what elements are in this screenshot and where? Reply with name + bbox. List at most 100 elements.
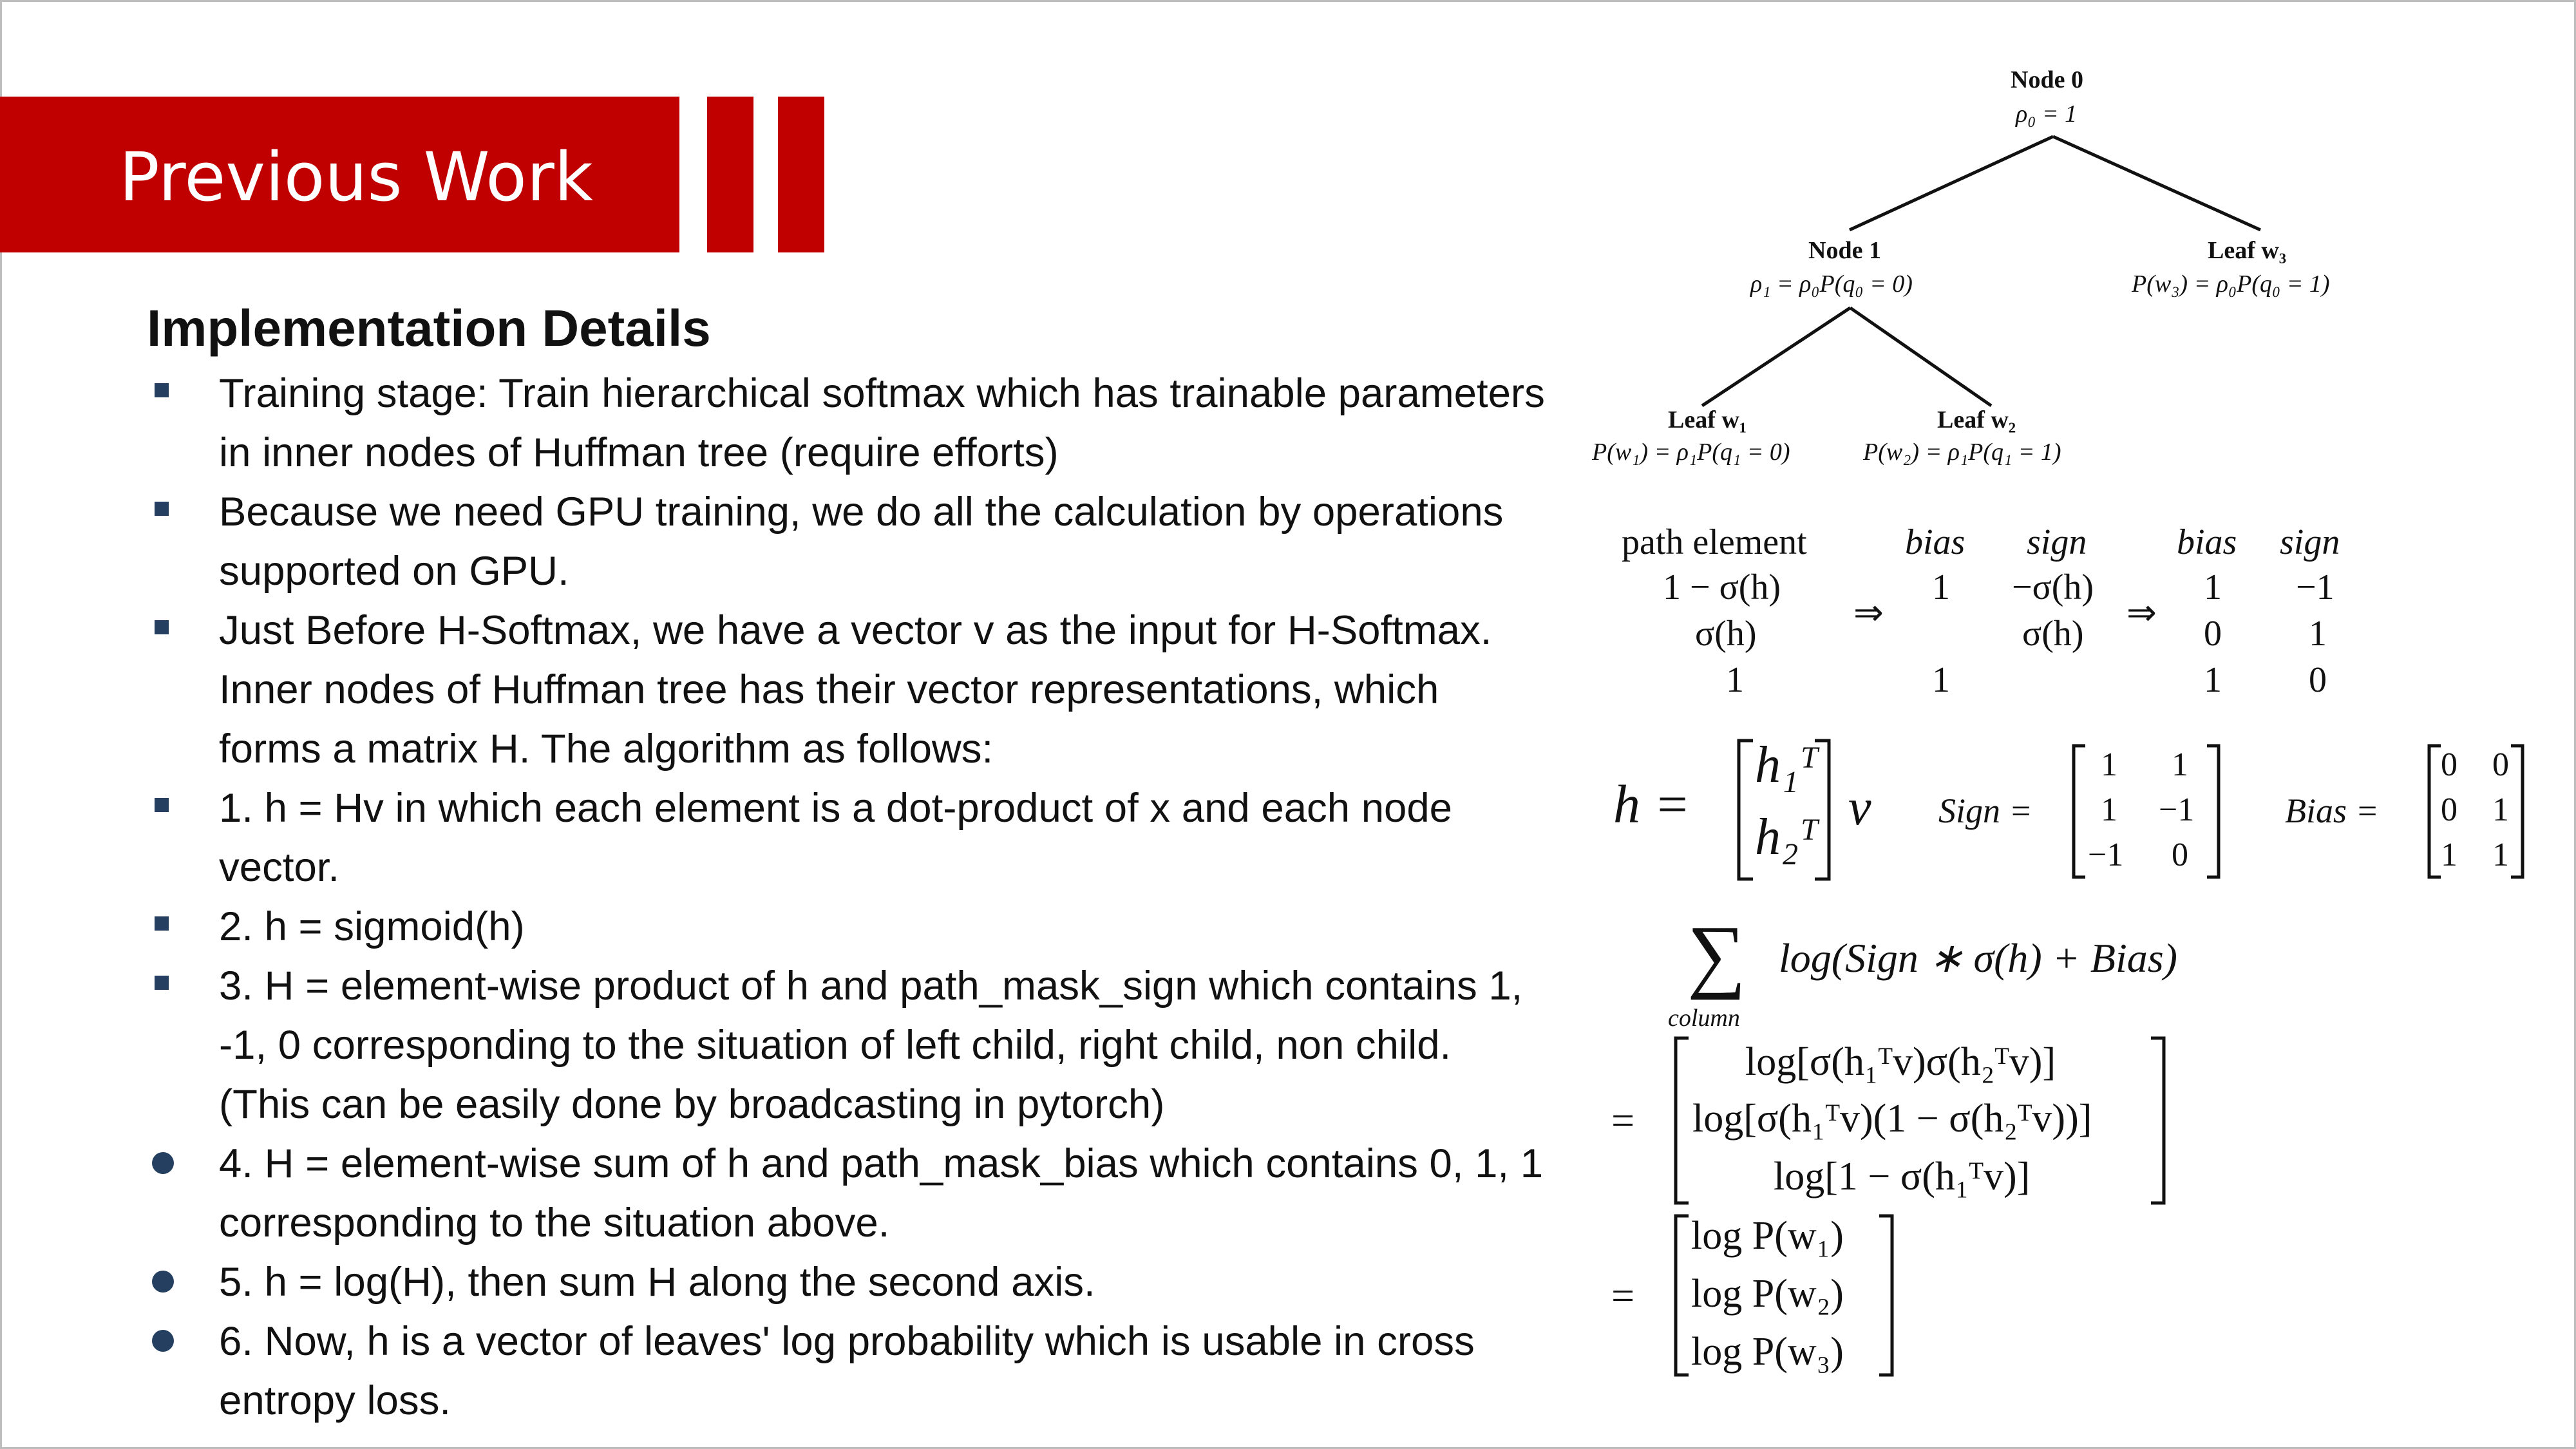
tree-leaf-prob: P(w₂) = ρ₁P(q₁ = 1) bbox=[1863, 439, 2061, 466]
bullet-item: Just Before H-Softmax, we have a vector … bbox=[147, 601, 1551, 779]
bullet-item: 4. H = element-wise sum of h and path_ma… bbox=[147, 1134, 1551, 1253]
table-cell: −1 bbox=[2296, 567, 2334, 607]
matrix-cell: 0 bbox=[2492, 746, 2509, 783]
right-bracket bbox=[2207, 744, 2221, 879]
bullet-item: 5. h = log(H), then sum H along the seco… bbox=[147, 1253, 1551, 1312]
equals-sign: = bbox=[1611, 1097, 1635, 1143]
square-bullet-icon bbox=[151, 364, 189, 423]
matrix-cell: 1 bbox=[2101, 746, 2117, 783]
matrix-cell: −1 bbox=[2088, 837, 2124, 873]
matrix-cell: 1 bbox=[2172, 746, 2188, 783]
table-cell: 1 bbox=[1932, 660, 1950, 700]
h-equation-v: v bbox=[1848, 779, 1871, 836]
logp-matrix-row: log P(w₁) bbox=[1691, 1214, 1844, 1258]
round-bullet-icon bbox=[151, 1253, 189, 1312]
table-cell: 1 bbox=[1932, 567, 1950, 607]
title-accent-bar bbox=[707, 97, 753, 252]
table-cell: 0 bbox=[2204, 614, 2222, 654]
tree-node-rho: ρ₀ = 1 bbox=[2016, 100, 2078, 128]
bullet-text: Because we need GPU training, we do all … bbox=[219, 489, 1504, 594]
summation-subscript: column bbox=[1668, 1005, 1740, 1032]
matrix-cell: 1 bbox=[2441, 837, 2458, 873]
table-header: bias bbox=[1905, 522, 1965, 562]
bullet-item: Because we need GPU training, we do all … bbox=[147, 482, 1551, 601]
bullet-text: 5. h = log(H), then sum H along the seco… bbox=[219, 1260, 1095, 1305]
bullet-text: 6. Now, h is a vector of leaves' log pro… bbox=[219, 1319, 1475, 1423]
title-accent-bar bbox=[778, 97, 824, 252]
h-vector-entry: h₁ᵀ bbox=[1755, 737, 1819, 793]
table-cell: 1 bbox=[2204, 567, 2222, 607]
slide-title: Previous Work bbox=[119, 138, 593, 216]
title-bar bbox=[0, 97, 679, 252]
right-bracket bbox=[2151, 1036, 2166, 1205]
bullet-item: 2. h = sigmoid(h) bbox=[147, 897, 1551, 956]
right-bracket bbox=[1879, 1214, 1894, 1377]
left-bracket bbox=[1674, 1036, 1689, 1205]
table-cell: 0 bbox=[2309, 660, 2327, 700]
square-bullet-icon bbox=[151, 601, 189, 660]
bullet-item: 6. Now, h is a vector of leaves' log pro… bbox=[147, 1312, 1551, 1430]
bullet-text: 4. H = element-wise sum of h and path_ma… bbox=[219, 1141, 1544, 1245]
round-bullet-icon bbox=[151, 1312, 189, 1371]
equals-sign: = bbox=[1611, 1273, 1635, 1318]
square-bullet-icon bbox=[151, 897, 189, 956]
table-cell: σ(h) bbox=[2022, 614, 2084, 654]
tree-edge bbox=[1701, 306, 1852, 408]
tree-node-name: Node 1 bbox=[1808, 237, 1881, 264]
tree-edge bbox=[1848, 135, 2054, 232]
h-vector-entry: h₂ᵀ bbox=[1755, 809, 1819, 866]
bullet-text: 1. h = Hv in which each element is a dot… bbox=[219, 786, 1452, 890]
log-matrix-row: log[σ(h₁ᵀv)(1 − σ(h₂ᵀv))] bbox=[1692, 1097, 2092, 1141]
left-bracket bbox=[1737, 739, 1753, 881]
table-header: bias bbox=[2177, 522, 2237, 562]
bullet-item: 3. H = element-wise product of h and pat… bbox=[147, 956, 1551, 1134]
matrix-cell: 0 bbox=[2441, 746, 2458, 783]
bullet-text: Just Before H-Softmax, we have a vector … bbox=[219, 608, 1492, 772]
matrix-cell: −1 bbox=[2159, 791, 2195, 828]
left-bracket bbox=[1674, 1214, 1689, 1377]
square-bullet-icon bbox=[151, 482, 189, 542]
table-header: path element bbox=[1622, 522, 1807, 562]
h-equation-lhs: h = bbox=[1613, 775, 1690, 835]
matrix-cell: 1 bbox=[2492, 837, 2509, 873]
tree-edge bbox=[1849, 306, 1993, 408]
table-cell: 1 bbox=[1726, 660, 1744, 700]
table-arrow: ⇒ bbox=[1853, 593, 1884, 633]
right-bracket bbox=[1815, 739, 1831, 881]
right-bracket bbox=[2511, 744, 2524, 879]
table-cell: 1 bbox=[2309, 614, 2327, 654]
logp-matrix-row: log P(w₂) bbox=[1691, 1272, 1844, 1316]
bullet-text: Training stage: Train hierarchical softm… bbox=[219, 371, 1545, 475]
table-header: sign bbox=[2027, 522, 2087, 562]
tree-leaf-name: Leaf w₁ bbox=[1668, 406, 1747, 433]
summation-expression: log(Sign ∗ σ(h) + Bias) bbox=[1779, 935, 2177, 981]
bullet-item: 1. h = Hv in which each element is a dot… bbox=[147, 779, 1551, 897]
tree-leaf-name: Leaf w₃ bbox=[2208, 237, 2287, 264]
square-bullet-icon bbox=[151, 956, 189, 1016]
matrix-cell: 0 bbox=[2172, 837, 2188, 873]
tree-node-name: Node 0 bbox=[2011, 66, 2083, 93]
table-arrow: ⇒ bbox=[2126, 593, 2157, 633]
tree-leaf-prob: P(w₁) = ρ₁P(q₁ = 0) bbox=[1592, 439, 1790, 466]
round-bullet-icon bbox=[151, 1134, 189, 1193]
matrix-cell: 1 bbox=[2492, 791, 2509, 828]
matrix-cell: 1 bbox=[2101, 791, 2117, 828]
bullet-list: Training stage: Train hierarchical softm… bbox=[147, 364, 1551, 1430]
tree-leaf-name: Leaf w₂ bbox=[1937, 406, 2016, 433]
table-header: sign bbox=[2280, 522, 2340, 562]
table-cell: 1 − σ(h) bbox=[1663, 567, 1781, 607]
left-bracket bbox=[2072, 744, 2085, 879]
matrix-cell: 0 bbox=[2441, 791, 2458, 828]
bias-matrix-label: Bias = bbox=[2285, 791, 2379, 830]
section-heading: Implementation Details bbox=[147, 299, 711, 357]
bullet-text: 3. H = element-wise product of h and pat… bbox=[219, 963, 1523, 1127]
tree-edge bbox=[2052, 135, 2262, 232]
log-matrix-row: log[σ(h₁ᵀv)σ(h₂ᵀv)] bbox=[1745, 1040, 2056, 1084]
table-cell: σ(h) bbox=[1695, 614, 1757, 654]
table-cell: 1 bbox=[2204, 660, 2222, 700]
sign-matrix-label: Sign = bbox=[1938, 791, 2032, 830]
summation-symbol: ∑ bbox=[1687, 909, 1747, 1000]
bullet-item: Training stage: Train hierarchical softm… bbox=[147, 364, 1551, 482]
